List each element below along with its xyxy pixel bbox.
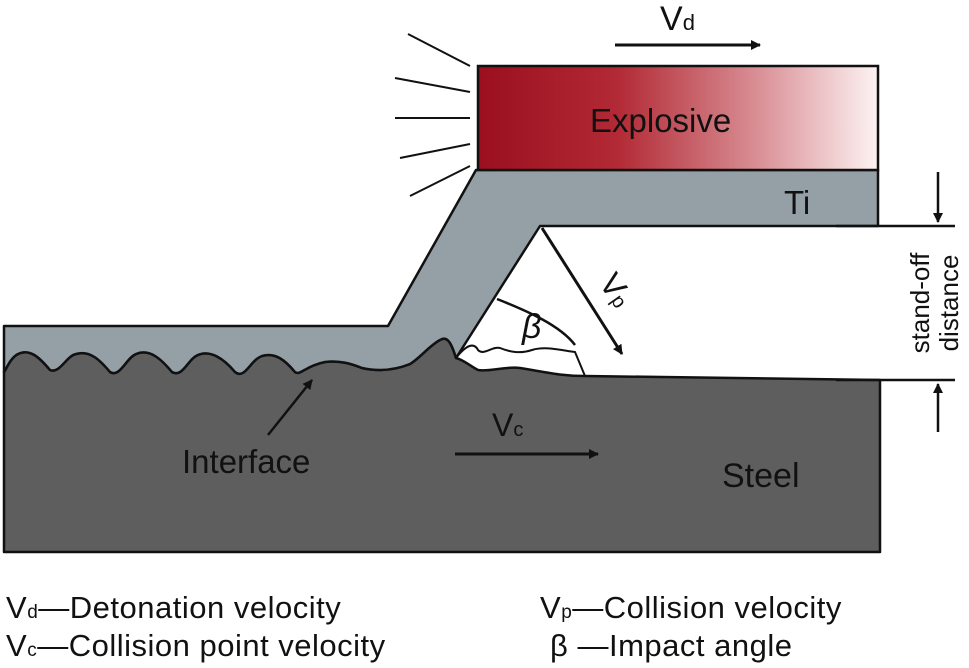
legend-vp: Vp—Collision velocity bbox=[540, 590, 842, 626]
legend-vp-text: —Collision velocity bbox=[572, 590, 842, 625]
legend-beta-symbol: β bbox=[550, 628, 569, 663]
vc-label: Vc bbox=[492, 407, 523, 443]
steel-label: Steel bbox=[722, 457, 800, 495]
vp-label: Vp bbox=[592, 266, 640, 313]
vp-arrow bbox=[540, 227, 624, 355]
steel-plate bbox=[2, 337, 882, 554]
explosive-label: Explosive bbox=[590, 102, 731, 139]
legend-vd-text: —Detonation velocity bbox=[38, 590, 342, 625]
legend-beta-text: —Impact angle bbox=[568, 628, 793, 663]
standoff-label-line2: distance bbox=[934, 255, 964, 352]
legend-beta: β —Impact angle bbox=[550, 628, 792, 664]
legend-vd-subscript: d bbox=[27, 602, 39, 623]
beta-angle-arc bbox=[496, 297, 576, 346]
legend-vc: Vc—Collision point velocity bbox=[6, 628, 386, 664]
legend-vd: Vd—Detonation velocity bbox=[6, 590, 341, 626]
explosive-layer bbox=[476, 64, 880, 172]
standoff-marker bbox=[836, 172, 955, 432]
ti-label: Ti bbox=[784, 184, 810, 221]
legend-vp-subscript: p bbox=[561, 602, 573, 623]
legend-vc-subscript: c bbox=[27, 640, 38, 661]
standoff-label-line1: stand-off bbox=[905, 252, 935, 353]
titanium-plate bbox=[2, 168, 880, 376]
interface-arrow bbox=[267, 379, 313, 436]
vd-label: Vd bbox=[660, 0, 695, 38]
interface-jet-wave bbox=[455, 344, 586, 377]
detonation-rays bbox=[394, 33, 471, 197]
legend-vc-symbol: V bbox=[6, 628, 28, 663]
legend-vd-symbol: V bbox=[6, 590, 28, 625]
legend-vp-symbol: V bbox=[540, 590, 562, 625]
interface-label: Interface bbox=[182, 443, 310, 480]
legend-vc-text: —Collision point velocity bbox=[37, 628, 386, 663]
beta-label: β bbox=[521, 308, 541, 346]
